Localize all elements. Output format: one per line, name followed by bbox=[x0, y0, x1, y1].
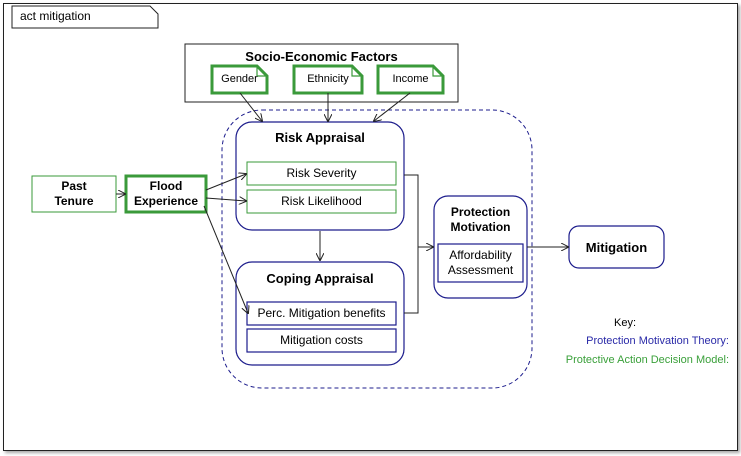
mitigation-costs-label: Mitigation costs bbox=[280, 333, 363, 347]
coping-appraisal-title: Coping Appraisal bbox=[266, 270, 374, 286]
mitigation-costs-box bbox=[246, 328, 397, 353]
socio-economic-title: Socio-Economic Factors bbox=[245, 48, 398, 64]
key-title: Key: bbox=[614, 317, 637, 329]
arrow-income-risk bbox=[374, 92, 411, 121]
mitigation-box bbox=[568, 225, 665, 269]
risk-appraisal-title: Risk Appraisal bbox=[275, 129, 365, 145]
risk-severity-label: Risk Severity bbox=[286, 166, 357, 180]
key-pmt: Protection Motivation Theory: bbox=[586, 335, 729, 347]
gender-note bbox=[210, 64, 269, 95]
arrow-flood-likelihood bbox=[205, 198, 246, 201]
past-tenure-label: Past Tenure bbox=[54, 179, 94, 208]
affordability-assessment-box bbox=[437, 243, 524, 283]
key-padm: Protective Action Decision Model: bbox=[565, 354, 729, 366]
flood-experience-label: Flood Experience bbox=[133, 179, 199, 208]
mitigation-label: Mitigation bbox=[585, 239, 648, 255]
risk-likelihood-label: Risk Likelihood bbox=[281, 194, 362, 208]
protection-motivation-title: Protection Motivation bbox=[450, 205, 511, 234]
gender-label: Gender bbox=[221, 73, 258, 85]
ethnicity-note bbox=[292, 64, 364, 95]
income-label: Income bbox=[392, 73, 429, 85]
arrow-gender-risk bbox=[239, 92, 262, 121]
perc-mitigation-benefits-label: Perc. Mitigation benefits bbox=[257, 306, 386, 320]
ethnicity-label: Ethnicity bbox=[307, 73, 349, 85]
affordability-assessment-label: Affordability Assessment bbox=[447, 248, 514, 277]
income-note bbox=[376, 64, 445, 95]
connector-coping-protection bbox=[404, 247, 419, 314]
frame-title-tab bbox=[11, 5, 159, 29]
frame-title: act mitigation bbox=[20, 9, 91, 23]
arrow-flood-severity bbox=[205, 174, 246, 191]
arrow-flood-benefits bbox=[203, 205, 248, 313]
connector-risk-protection bbox=[404, 174, 419, 247]
flood-experience-box bbox=[124, 174, 208, 214]
